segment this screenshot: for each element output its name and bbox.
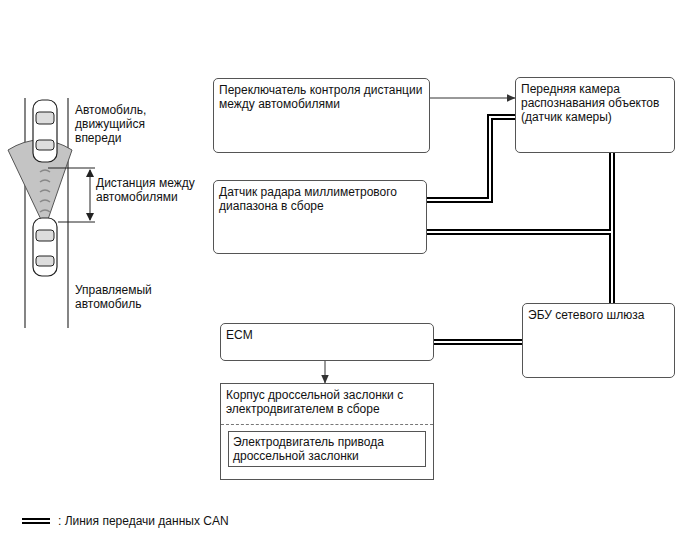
box-label: Корпус дроссельной заслонки с электродви… <box>226 388 428 416</box>
switch-box: Переключатель контроля дистанции между а… <box>213 78 430 153</box>
legend-text: : Линия передачи данных CAN <box>58 514 229 528</box>
box-label: ECM <box>226 328 428 342</box>
box-label: Датчик радара миллиметрового диапазона в… <box>219 185 421 213</box>
gateway-ecu-box: ЭБУ сетевого шлюза <box>522 303 675 378</box>
box-label: Передняя камера распознавания объектов (… <box>521 82 669 124</box>
own-car <box>33 218 57 276</box>
legend-sample <box>22 521 50 522</box>
signal-arrow <box>325 361 326 383</box>
camera-box: Передняя камера распознавания объектов (… <box>515 77 675 153</box>
signal-arrow <box>430 98 515 99</box>
illustration-label: Автомобиль, движущийся впереди <box>75 103 170 145</box>
can-bus-line <box>434 339 522 345</box>
illustration-label: Управляемый автомобиль <box>75 283 175 311</box>
motor-box: Электродвигатель привода дроссельной зас… <box>228 431 426 467</box>
radar-box: Датчик радара миллиметрового диапазона в… <box>213 180 427 254</box>
can-line-core <box>427 232 612 303</box>
can-bus-line <box>427 232 612 303</box>
road-line <box>24 98 25 328</box>
ecm-box: ECM <box>220 323 434 361</box>
road-line <box>67 98 68 328</box>
dimension-line <box>58 222 95 223</box>
radar-waves <box>40 170 50 212</box>
box-label: Переключатель контроля дистанции между а… <box>219 83 424 111</box>
box-label: Электродвигатель привода дроссельной зас… <box>233 435 421 463</box>
front-car <box>33 100 57 162</box>
dimension-arrow <box>90 170 91 220</box>
dashed-separator <box>221 424 433 425</box>
can-line-core <box>434 341 522 343</box>
dimension-line <box>48 168 95 169</box>
illustration-label: Дистанция между автомобилями <box>96 176 196 204</box>
can-bus-line <box>427 117 515 200</box>
box-label: ЭБУ сетевого шлюза <box>528 308 669 322</box>
throttle-body-box: Корпус дроссельной заслонки с электродви… <box>220 383 434 480</box>
can-line-core <box>427 117 515 200</box>
